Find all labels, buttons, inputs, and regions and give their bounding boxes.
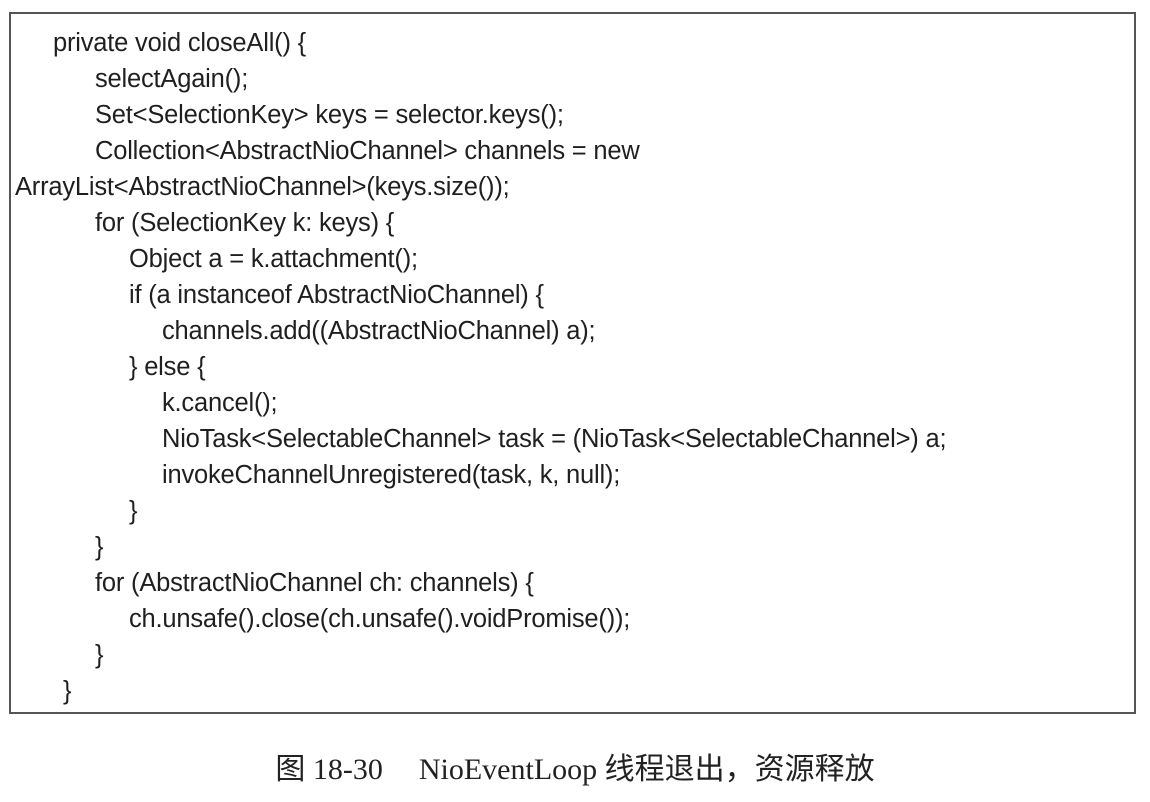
code-lines: private void closeAll() { selectAgain();… [11, 14, 1134, 712]
figure-number: 图 18-30 [275, 753, 383, 786]
code-line: } else { [129, 353, 206, 381]
code-line: for (SelectionKey k: keys) { [95, 209, 395, 237]
code-listing-box: private void closeAll() { selectAgain();… [9, 12, 1136, 714]
code-line: k.cancel(); [162, 389, 278, 417]
code-line: selectAgain(); [95, 65, 249, 93]
code-line: channels.add((AbstractNioChannel) a); [162, 317, 596, 345]
code-line: Collection<AbstractNioChannel> channels … [95, 137, 640, 165]
code-line: Object a = k.attachment(); [129, 245, 418, 273]
code-line: } [95, 641, 104, 669]
code-line: ch.unsafe().close(ch.unsafe().voidPromis… [129, 605, 631, 633]
code-line: } [95, 533, 104, 561]
code-line: invokeChannelUnregistered(task, k, null)… [162, 461, 621, 489]
code-line: ArrayList<AbstractNioChannel>(keys.size(… [15, 173, 510, 201]
figure-title: NioEventLoop 线程退出，资源释放 [418, 753, 875, 786]
code-line: Set<SelectionKey> keys = selector.keys()… [95, 101, 564, 129]
code-line: private void closeAll() { [53, 29, 306, 57]
code-line: NioTask<SelectableChannel> task = (NioTa… [162, 425, 947, 453]
figure-caption: 图 18-30 NioEventLoop 线程退出，资源释放 [0, 752, 1150, 788]
code-line: for (AbstractNioChannel ch: channels) { [95, 569, 534, 597]
code-line: } [129, 497, 138, 525]
code-line: } [63, 677, 72, 705]
code-line: if (a instanceof AbstractNioChannel) { [129, 281, 544, 309]
